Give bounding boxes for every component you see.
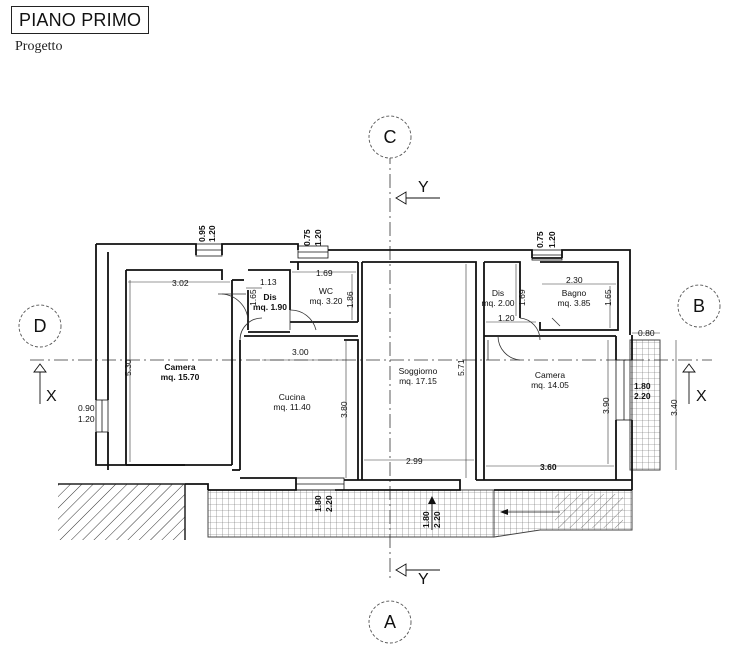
room-area-soggiorno: mq. 17.15	[399, 376, 437, 386]
section-label-y-bottom: Y	[418, 571, 429, 588]
section-label-x-right: X	[696, 388, 707, 405]
dimension-labels: 0.95 1.20 0.75 1.20 0.75 1.20 3.02 1.13 …	[78, 225, 679, 528]
room-name-dis-left: Dis	[263, 292, 277, 302]
section-label-a: A	[384, 612, 396, 632]
page-subtitle: Progetto	[15, 39, 63, 54]
section-marker-a: A	[368, 600, 412, 644]
dim-571: 5.71	[456, 359, 466, 376]
room-name-camera-left: Camera	[164, 362, 195, 372]
room-area-wc: mq. 3.20	[309, 296, 342, 306]
page-title: PIANO PRIMO	[19, 10, 142, 30]
section-label-c: C	[384, 127, 397, 147]
dim-300: 3.00	[292, 347, 309, 357]
dim-360: 3.60	[540, 462, 557, 472]
section-marker-c: C	[368, 115, 412, 159]
dim-window-075a: 0.75	[302, 229, 312, 246]
dim-390: 3.90	[601, 397, 611, 414]
section-arrow-x-right: X	[682, 363, 707, 405]
ground-hatch-left	[58, 483, 186, 540]
section-arrow-y-bottom: Y	[395, 563, 440, 588]
dim-window-120b: 1.20	[313, 229, 323, 246]
section-label-d: D	[34, 316, 47, 336]
room-area-camera-left: mq. 15.70	[161, 372, 200, 382]
room-area-dis-right: mq. 2.00	[481, 298, 514, 308]
windows	[95, 243, 633, 491]
dim-window-220b: 2.20	[432, 511, 442, 528]
dim-299: 2.99	[406, 456, 423, 466]
dim-120h: 1.20	[498, 313, 515, 323]
section-label-x-left: X	[46, 388, 57, 405]
dim-window-180b: 1.80	[421, 511, 431, 528]
room-area-cucina: mq. 11.40	[273, 402, 310, 412]
room-name-soggiorno: Soggiorno	[399, 366, 438, 376]
dim-165b: 1.65	[603, 289, 613, 306]
section-arrow-y-top: Y	[395, 179, 440, 205]
dim-window-220r: 2.20	[634, 391, 651, 401]
dim-window-120a: 1.20	[207, 225, 217, 242]
dim-window-095: 0.95	[197, 225, 207, 242]
dim-302: 3.02	[172, 278, 189, 288]
dimension-lines	[128, 264, 677, 478]
dim-340: 3.40	[669, 399, 679, 416]
room-name-cucina: Cucina	[279, 392, 306, 402]
terrace-paving	[207, 339, 661, 538]
dim-window-120c: 1.20	[547, 231, 557, 248]
section-label-b: B	[693, 296, 705, 316]
dim-165a: 1.65	[248, 289, 258, 306]
dim-380: 3.80	[339, 401, 349, 418]
section-lines	[30, 150, 712, 580]
room-labels: Camera mq. 15.70 Dis mq. 1.90 WC mq. 3.2…	[161, 286, 591, 412]
dim-window-220a: 2.20	[324, 495, 334, 512]
room-name-bagno: Bagno	[562, 288, 587, 298]
dim-113: 1.13	[260, 277, 277, 287]
room-area-bagno: mq. 3.85	[557, 298, 590, 308]
doors	[218, 293, 561, 361]
room-name-wc: WC	[319, 286, 333, 296]
dim-window-180r: 1.80	[634, 381, 651, 391]
entry-arrow-icon	[428, 496, 560, 530]
section-marker-b: B	[677, 284, 721, 328]
dim-080: 0.80	[638, 328, 655, 338]
dim-530: 5.30	[123, 359, 133, 376]
section-label-y-top: Y	[418, 179, 429, 196]
dim-window-180a: 1.80	[313, 495, 323, 512]
title-box: PIANO PRIMO	[11, 6, 149, 34]
room-name-dis-right: Dis	[492, 288, 504, 298]
dim-window-120d: 1.20	[78, 414, 95, 424]
room-name-camera-right: Camera	[535, 370, 566, 380]
section-arrow-x-left: X	[33, 363, 57, 405]
section-marker-d: D	[18, 304, 62, 348]
room-area-camera-right: mq. 14.05	[531, 380, 569, 390]
dim-186: 1.86	[345, 291, 355, 308]
dim-window-075b: 0.75	[535, 231, 545, 248]
dim-window-090: 0.90	[78, 403, 95, 413]
dim-169: 1.69	[316, 268, 333, 278]
room-area-dis-left: mq. 1.90	[253, 302, 287, 312]
dim-169v: 1.69	[517, 289, 527, 306]
dim-230: 2.30	[566, 275, 583, 285]
